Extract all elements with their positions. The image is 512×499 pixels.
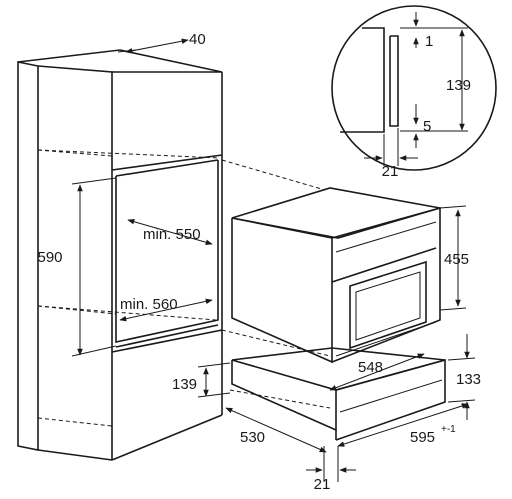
label-cabinet-depth: 530 [240,429,265,446]
detail-circle [331,5,497,171]
label-detail-height: 139 [446,77,471,94]
oven [231,187,441,364]
label-drawer-height: 133 [456,371,481,388]
label-detail-top-gap: 1 [425,33,433,50]
labels: 40 590 min. 550 min. 560 139 530 21 455 … [37,31,481,493]
label-niche-height: 590 [37,249,62,266]
label-overall-width-tolerance: +-1 [441,424,456,435]
label-detail-offset: 21 [382,163,399,180]
label-lower-gap: 139 [172,376,197,393]
projection-lines [221,159,331,409]
dimensions [71,38,476,482]
label-bottom-offset: 21 [314,476,331,493]
label-niche-width-min: min. 550 [143,226,201,243]
label-oven-height: 455 [444,251,469,268]
label-detail-bottom-gap: 5 [423,118,431,135]
label-drawer-width: 548 [358,359,383,376]
label-cabinet-depth-offset: 40 [189,31,206,48]
tall-cabinet [17,49,223,461]
warming-drawer [231,347,446,441]
label-niche-depth-min: min. 560 [120,296,178,313]
label-overall-width: 595 [410,429,435,446]
